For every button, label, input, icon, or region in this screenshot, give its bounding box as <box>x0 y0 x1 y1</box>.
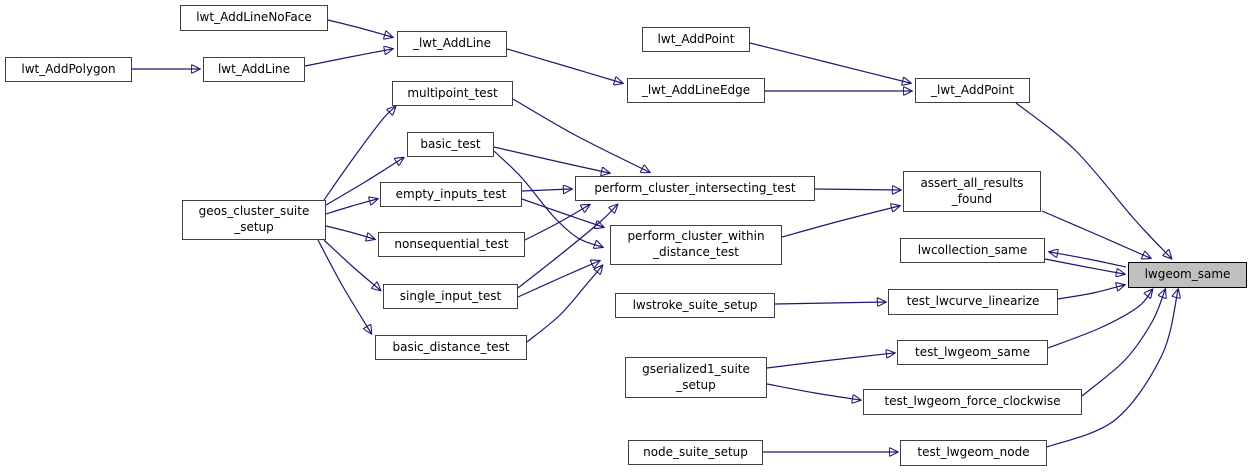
node-lwt_AddPolygon[interactable]: lwt_AddPolygon <box>5 57 132 82</box>
edge-_lwt_AddPoint-to-lwgeom_same <box>1015 102 1171 258</box>
node-_lwt_AddLineEdge[interactable]: _lwt_AddLineEdge <box>627 78 765 103</box>
node-test_lwgeom_node[interactable]: test_lwgeom_node <box>900 440 1047 466</box>
edge-geos_cluster_suite_setup-to-empty_inputs_test <box>325 199 377 215</box>
node-label: single_input_test <box>399 288 502 303</box>
edge-single_input_test-to-perform_cluster_intersecting_test <box>517 205 617 289</box>
node-test_lwcurve_linearize[interactable]: test_lwcurve_linearize <box>888 289 1058 315</box>
node-label: lwt_AddPoint <box>657 31 735 46</box>
edge-basic_distance_test-to-perform_cluster_within_distance_test <box>526 266 602 343</box>
node-label: basic_distance_test <box>392 339 510 354</box>
node-label: lwstroke_suite_setup <box>632 297 758 312</box>
edge-lwstroke_suite_setup-to-test_lwcurve_linearize <box>774 302 885 304</box>
edge-nonsequential_test-to-perform_cluster_intersecting_test <box>524 205 589 241</box>
edge-empty_inputs_test-to-perform_cluster_intersecting_test <box>521 189 571 191</box>
edge-geos_cluster_suite_setup-to-nonsequential_test <box>325 225 374 239</box>
edge-geos_cluster_suite_setup-to-single_input_test <box>323 239 380 290</box>
edge-gserialized1_suite_setup-to-test_lwgeom_force_clockwise <box>766 383 860 400</box>
edge-geos_cluster_suite_setup-to-basic_test <box>325 158 403 206</box>
node-lwt_AddLineNoFace[interactable]: lwt_AddLineNoFace <box>180 5 328 31</box>
node-perform_cluster_within_distance_test[interactable]: perform_cluster_within _distance_test <box>610 225 782 265</box>
edge-geos_cluster_suite_setup-to-basic_distance_test <box>317 239 371 333</box>
node-label: lwgeom_same <box>1144 267 1231 282</box>
node-empty_inputs_test[interactable]: empty_inputs_test <box>380 182 522 207</box>
edge-assert_all_results_found-to-lwgeom_same <box>1041 210 1150 258</box>
node-label: lwt_AddLineNoFace <box>196 10 312 25</box>
node-node_suite_setup[interactable]: node_suite_setup <box>628 440 763 465</box>
node-label: perform_cluster_intersecting_test <box>594 180 796 195</box>
node-label: test_lwgeom_force_clockwise <box>884 394 1061 409</box>
node-label: perform_cluster_within _distance_test <box>627 229 765 259</box>
node-label: test_lwcurve_linearize <box>906 294 1040 309</box>
node-label: test_lwgeom_same <box>915 344 1030 359</box>
node-_lwt_AddPoint[interactable]: _lwt_AddPoint <box>915 78 1030 103</box>
node-label: _lwt_AddPoint <box>931 82 1014 97</box>
edge-gserialized1_suite_setup-to-test_lwgeom_same <box>766 353 894 369</box>
node-gserialized1_suite_setup[interactable]: gserialized1_suite _setup <box>625 357 767 398</box>
edge-lwt_AddLine-to-_lwt_AddLine <box>304 49 392 67</box>
node-nonsequential_test[interactable]: nonsequential_test <box>378 232 525 257</box>
edge-group <box>132 19 1178 452</box>
node-label: gserialized1_suite _setup <box>642 361 750 392</box>
node-geos_cluster_suite_setup[interactable]: geos_cluster_suite _setup <box>182 200 326 240</box>
node-lwstroke_suite_setup[interactable]: lwstroke_suite_setup <box>615 293 775 318</box>
edge-multipoint_test-to-perform_cluster_intersecting_test <box>512 98 649 172</box>
node-assert_all_results_found[interactable]: assert_all_results _found <box>903 171 1041 212</box>
edge-test_lwgeom_node-to-lwgeom_same <box>1046 290 1178 448</box>
node-label: node_suite_setup <box>643 444 748 459</box>
node-label: nonsequential_test <box>394 236 509 251</box>
node-label: lwt_AddPolygon <box>21 61 116 76</box>
node-label: empty_inputs_test <box>395 186 507 201</box>
node-perform_cluster_intersecting_test[interactable]: perform_cluster_intersecting_test <box>575 176 815 201</box>
edge-lwgeom_same-to-lwcollection_same <box>1050 252 1127 268</box>
edge-lwt_AddPoint-to-_lwt_AddPoint <box>749 42 910 83</box>
edge-_lwt_AddLine-to-_lwt_AddLineEdge <box>506 48 622 83</box>
edge-perform_cluster_intersecting_test-to-assert_all_results_found <box>814 189 900 190</box>
edge-empty_inputs_test-to-perform_cluster_within_distance_test <box>521 198 603 227</box>
node-_lwt_AddLine[interactable]: _lwt_AddLine <box>397 31 507 57</box>
node-lwgeom_same[interactable]: lwgeom_same <box>1128 262 1247 288</box>
node-lwt_AddPoint[interactable]: lwt_AddPoint <box>642 27 750 52</box>
node-basic_test[interactable]: basic_test <box>407 132 494 157</box>
edge-test_lwgeom_same-to-lwgeom_same <box>1047 290 1152 349</box>
node-label: assert_all_results _found <box>920 175 1024 206</box>
node-test_lwgeom_same[interactable]: test_lwgeom_same <box>897 340 1048 365</box>
edge-basic_test-to-perform_cluster_within_distance_test <box>493 150 602 247</box>
node-single_input_test[interactable]: single_input_test <box>383 284 518 309</box>
node-label: lwcollection_same <box>917 242 1028 257</box>
node-test_lwgeom_force_clockwise[interactable]: test_lwgeom_force_clockwise <box>863 389 1082 415</box>
node-label: multipoint_test <box>407 85 498 100</box>
edge-lwt_AddLineNoFace-to-_lwt_AddLine <box>327 19 392 37</box>
node-lwcollection_same[interactable]: lwcollection_same <box>900 238 1045 263</box>
node-label: geos_cluster_suite _setup <box>198 204 310 234</box>
edge-basic_test-to-perform_cluster_intersecting_test <box>493 146 609 173</box>
edge-lwcollection_same-to-lwgeom_same <box>1044 258 1124 274</box>
edge-test_lwcurve_linearize-to-lwgeom_same <box>1057 285 1124 300</box>
node-label: _lwt_AddLineEdge <box>641 82 751 97</box>
edge-perform_cluster_within_distance_test-to-assert_all_results_found <box>781 206 899 238</box>
node-label: _lwt_AddLine <box>412 36 492 51</box>
node-multipoint_test[interactable]: multipoint_test <box>392 81 513 106</box>
node-label: test_lwgeom_node <box>917 445 1030 460</box>
node-basic_distance_test[interactable]: basic_distance_test <box>375 335 527 360</box>
edge-single_input_test-to-perform_cluster_within_distance_test <box>517 261 599 298</box>
edge-geos_cluster_suite_setup-to-multipoint_test <box>323 107 395 201</box>
node-label: basic_test <box>420 136 481 151</box>
node-lwt_AddLine[interactable]: lwt_AddLine <box>203 57 305 82</box>
edge-test_lwgeom_force_clockwise-to-lwgeom_same <box>1081 290 1165 397</box>
node-label: lwt_AddLine <box>217 61 291 76</box>
